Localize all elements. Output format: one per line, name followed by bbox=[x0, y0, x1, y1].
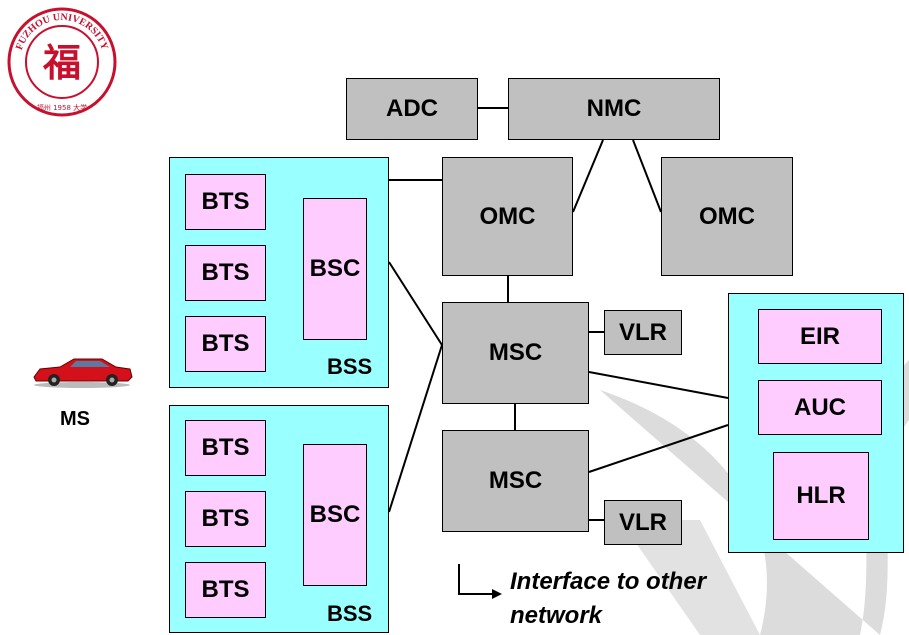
bsc-node: BSC bbox=[303, 444, 367, 586]
bts-label: BTS bbox=[201, 330, 250, 357]
interface-label: Interface to other network bbox=[510, 565, 706, 633]
bts-node: BTS bbox=[185, 174, 266, 230]
adc-node: ADC bbox=[346, 78, 478, 140]
interface-line-1: Interface to other bbox=[510, 568, 707, 595]
bts-node: BTS bbox=[185, 245, 266, 301]
bts-node: BTS bbox=[185, 491, 266, 547]
bss-label: BSS bbox=[327, 601, 373, 626]
msc-label: MSC bbox=[488, 467, 543, 494]
bts-node: BTS bbox=[185, 562, 266, 618]
auc-node: AUC bbox=[758, 380, 882, 435]
register-group: EIR AUC HLR bbox=[728, 293, 904, 553]
eir-label: EIR bbox=[799, 322, 840, 350]
ms-label: MS bbox=[60, 408, 90, 430]
vlr-node-2: VLR bbox=[604, 500, 682, 545]
vlr-label: VLR bbox=[619, 318, 667, 346]
interface-line-2: network bbox=[510, 602, 603, 629]
adc-label: ADC bbox=[386, 95, 438, 122]
msc-label: MSC bbox=[488, 339, 543, 366]
auc-label: AUC bbox=[794, 393, 846, 421]
nmc-node: NMC bbox=[508, 78, 720, 140]
bts-label: BTS bbox=[201, 505, 250, 532]
car-icon bbox=[30, 355, 134, 389]
omc-node-2: OMC bbox=[661, 157, 793, 276]
hlr-label: HLR bbox=[796, 482, 846, 509]
eir-node: EIR bbox=[758, 309, 882, 364]
bts-label: BTS bbox=[201, 576, 250, 603]
bsc-label: BSC bbox=[309, 255, 361, 282]
bts-node: BTS bbox=[185, 316, 266, 372]
bsc-node: BSC bbox=[303, 198, 367, 340]
bts-label: BTS bbox=[201, 188, 250, 215]
msc-node-2: MSC bbox=[442, 430, 589, 532]
omc-label: OMC bbox=[699, 202, 755, 230]
omc-node-1: OMC bbox=[442, 157, 573, 276]
omc-label: OMC bbox=[479, 202, 536, 230]
bsc-label: BSC bbox=[309, 501, 361, 528]
logo-bottom-text: 福州 1958 大学 bbox=[37, 103, 87, 112]
vlr-node-1: VLR bbox=[604, 310, 682, 355]
bts-label: BTS bbox=[201, 434, 250, 461]
hlr-node: HLR bbox=[773, 452, 869, 540]
bts-node: BTS bbox=[185, 420, 266, 476]
logo-glyph: 福 bbox=[42, 41, 81, 85]
bss-group-2: BTS BTS BTS BSC BSS bbox=[169, 405, 389, 633]
nmc-label: NMC bbox=[586, 95, 642, 122]
bss-label: BSS bbox=[327, 354, 373, 379]
msc-node-1: MSC bbox=[442, 302, 589, 404]
university-logo: FUZHOU UNIVERSITY 福 福州 1958 大学 bbox=[6, 6, 118, 118]
bts-label: BTS bbox=[201, 259, 250, 286]
bss-group-1: BTS BTS BTS BSC BSS bbox=[169, 157, 389, 388]
vlr-label: VLR bbox=[619, 508, 667, 536]
